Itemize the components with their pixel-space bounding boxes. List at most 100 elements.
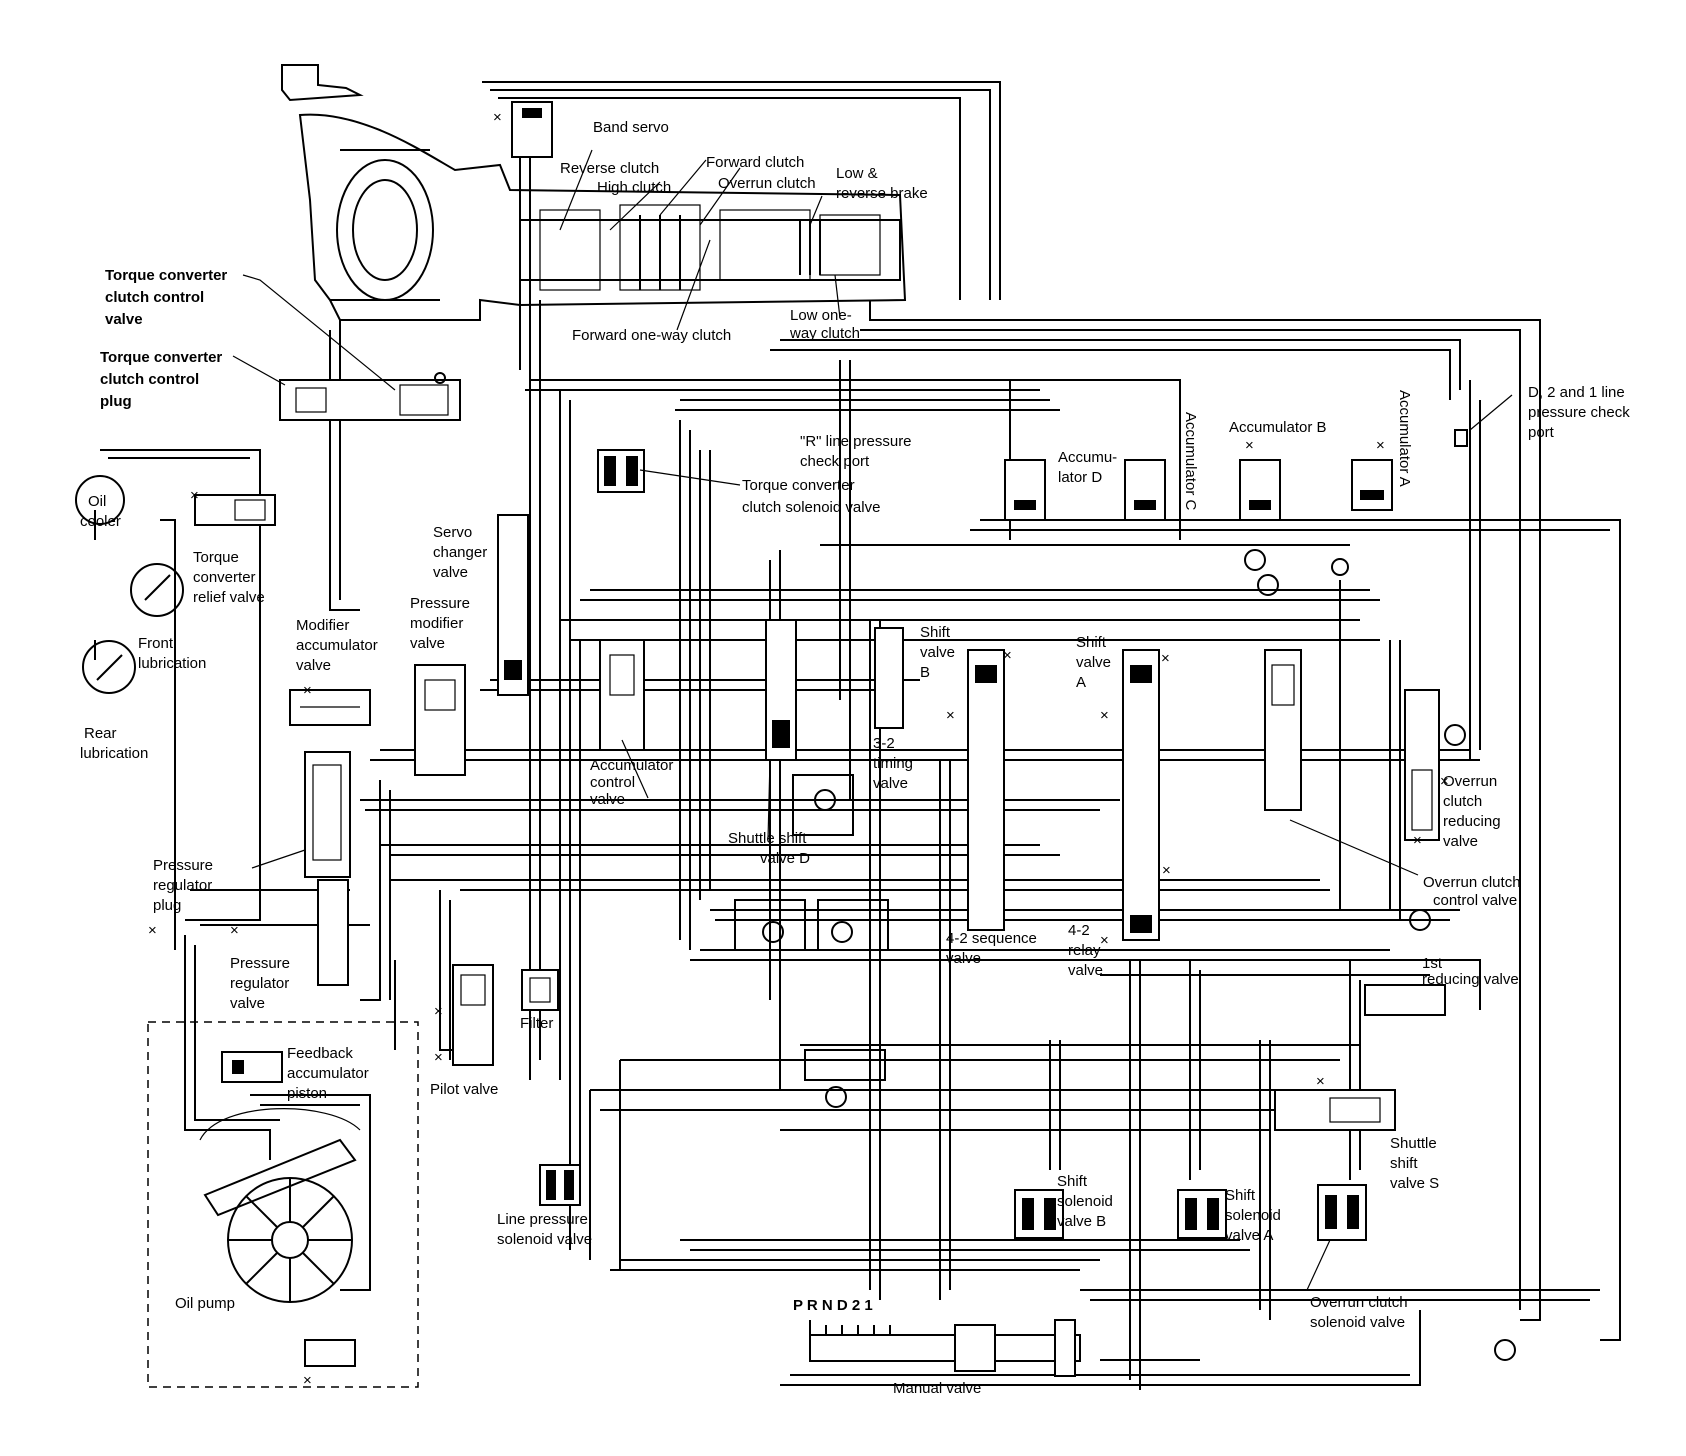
- label-fap-2: accumulator: [287, 1065, 369, 1082]
- label-shuttle-s-1: Shuttle: [1390, 1135, 1437, 1152]
- label-42-relay-2: relay: [1068, 942, 1101, 959]
- svg-text:×: ×: [1413, 832, 1422, 849]
- label-rear-lub-2: lubrication: [80, 745, 148, 762]
- label-acc-ctrl-2: control: [590, 774, 635, 791]
- label-d21-1: D, 2 and 1 line: [1528, 384, 1625, 401]
- label-d21-2: pressure check: [1528, 404, 1630, 421]
- svg-text:×: ×: [1376, 437, 1385, 454]
- svg-text:×: ×: [434, 1049, 443, 1066]
- label-oil-cooler-2: cooler: [80, 513, 121, 530]
- svg-text:×: ×: [434, 1003, 443, 1020]
- label-reverse-clutch: Reverse clutch: [560, 160, 659, 177]
- label-rear-lub-1: Rear: [84, 725, 117, 742]
- label-tcc-solenoid-2: clutch solenoid valve: [742, 499, 880, 516]
- label-press-mod-3: valve: [410, 635, 445, 652]
- rear-lubrication-symbol: [82, 640, 136, 694]
- label-occ-1: Overrun clutch: [1423, 874, 1521, 891]
- label-pr-plug-2: regulator: [153, 877, 212, 894]
- svg-text:×: ×: [1316, 1073, 1325, 1090]
- leader-lines: [232, 149, 1513, 1291]
- label-shift-a-3: A: [1076, 674, 1086, 691]
- label-lps-2: solenoid valve: [497, 1231, 592, 1248]
- label-ssb-1: Shift: [1057, 1173, 1088, 1190]
- components: [75, 101, 1516, 1377]
- label-shuttle-d-1: Shuttle shift: [728, 830, 807, 847]
- label-low-reverse-brake-1: Low &: [836, 165, 878, 182]
- label-42-seq-1: 4-2 sequence: [946, 930, 1037, 947]
- label-servo-changer-3: valve: [433, 564, 468, 581]
- label-1st-red-2: reducing valve: [1422, 971, 1519, 988]
- label-42-seq-2: valve: [946, 950, 981, 967]
- label-acc-ctrl-3: valve: [590, 791, 625, 808]
- svg-text:×: ×: [946, 707, 955, 724]
- label-shuttle-d-2: valve D: [760, 850, 810, 867]
- label-mod-acc-1: Modifier: [296, 617, 349, 634]
- svg-text:×: ×: [1003, 647, 1012, 664]
- label-shift-a-1: Shift: [1076, 634, 1107, 651]
- label-fap-1: Feedback: [287, 1045, 353, 1062]
- svg-text:×: ×: [493, 109, 502, 126]
- label-forward-clutch: Forward clutch: [706, 154, 804, 171]
- label-ocr-1: Overrun: [1443, 773, 1497, 790]
- label-ocr-3: reducing: [1443, 813, 1501, 830]
- svg-text:×: ×: [190, 487, 199, 504]
- label-front-lub-2: lubrication: [138, 655, 206, 672]
- label-pr-valve-2: regulator: [230, 975, 289, 992]
- svg-text:×: ×: [303, 682, 312, 699]
- label-acc-b: Accumulator B: [1229, 419, 1327, 436]
- svg-text:×: ×: [1245, 437, 1254, 454]
- label-mod-acc-3: valve: [296, 657, 331, 674]
- svg-text:×: ×: [1161, 650, 1170, 667]
- svg-text:×: ×: [303, 1372, 312, 1389]
- label-r-check-2: check port: [800, 453, 870, 470]
- svg-text:×: ×: [1100, 707, 1109, 724]
- label-pr-valve-1: Pressure: [230, 955, 290, 972]
- svg-text:×: ×: [1100, 932, 1109, 949]
- label-ssa-2: solenoid: [1225, 1207, 1281, 1224]
- svg-text:×: ×: [1162, 862, 1171, 879]
- exhaust-markers: × × × × × × × × × × × × × × × × × × ×: [148, 109, 1449, 1389]
- label-ocr-4: valve: [1443, 833, 1478, 850]
- label-filter: Filter: [520, 1015, 553, 1032]
- label-ssb-2: solenoid: [1057, 1193, 1113, 1210]
- label-pilot-valve: Pilot valve: [430, 1081, 498, 1098]
- label-band-servo: Band servo: [593, 119, 669, 136]
- label-low-one-way-clutch-1: Low one-: [790, 307, 852, 324]
- label-oil-pump: Oil pump: [175, 1295, 235, 1312]
- label-mod-acc-2: accumulator: [296, 637, 378, 654]
- label-32-timing-3: valve: [873, 775, 908, 792]
- label-shift-b-1: Shift: [920, 624, 951, 641]
- label-acc-a: Accumulator A: [1396, 390, 1413, 487]
- label-ssb-3: valve B: [1057, 1213, 1106, 1230]
- label-acc-d-1: Accumu-: [1058, 449, 1117, 466]
- label-ocs-1: Overrun clutch: [1310, 1294, 1408, 1311]
- label-occ-2: control valve: [1433, 892, 1517, 909]
- label-42-relay-1: 4-2: [1068, 922, 1090, 939]
- label-tc-relief-3: relief valve: [193, 589, 265, 606]
- label-pr-plug-3: plug: [153, 897, 181, 914]
- label-press-mod-2: modifier: [410, 615, 463, 632]
- front-lubrication-symbol: [130, 563, 184, 617]
- label-low-one-way-clutch-2: way clutch: [789, 325, 860, 342]
- label-tcc-plug-2: clutch control: [100, 371, 199, 388]
- label-forward-one-way-clutch: Forward one-way clutch: [572, 327, 731, 344]
- label-ssa-1: Shift: [1225, 1187, 1256, 1204]
- label-tcc-plug-1: Torque converter: [100, 349, 222, 366]
- label-shuttle-s-2: shift: [1390, 1155, 1418, 1172]
- label-oil-cooler-1: Oil: [88, 493, 106, 510]
- label-tc-relief-2: converter: [193, 569, 256, 586]
- label-ssa-3: valve A: [1225, 1227, 1273, 1244]
- label-acc-d-2: lator D: [1058, 469, 1102, 486]
- label-ocr-2: clutch: [1443, 793, 1482, 810]
- label-low-reverse-brake-2: reverse brake: [836, 185, 928, 202]
- transmission-housing: [281, 64, 907, 321]
- label-32-timing-2: timing: [873, 755, 913, 772]
- label-r-check-1: "R" line pressure: [800, 433, 912, 450]
- label-shuttle-s-3: valve S: [1390, 1175, 1439, 1192]
- filter-symbol: [521, 969, 559, 1011]
- label-shift-b-3: B: [920, 664, 930, 681]
- label-acc-c: Accumulator C: [1182, 412, 1199, 511]
- label-1st-red-1: 1st: [1422, 955, 1443, 972]
- label-tcc-valve-3: valve: [105, 311, 143, 328]
